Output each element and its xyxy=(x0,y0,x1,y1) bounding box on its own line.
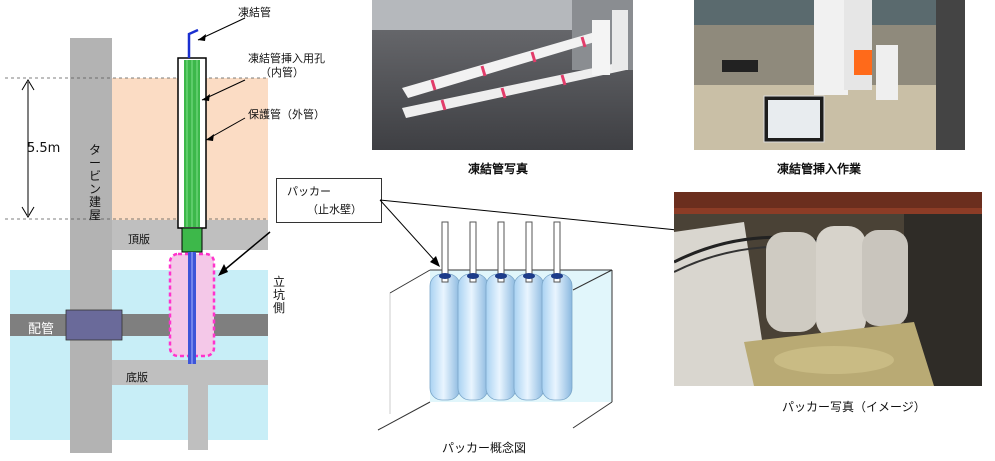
label-shaft-side: 立坑側 xyxy=(272,275,285,315)
water-area xyxy=(10,270,268,440)
label-top-slab: 頂版 xyxy=(128,233,150,246)
piping-flange xyxy=(65,309,123,341)
label-insert-hole: 凍結管挿入用孔 xyxy=(248,52,325,65)
label-protect-pipe: 保護管（外管） xyxy=(248,108,325,121)
caption-packer-concept: パッカー概念図 xyxy=(442,441,527,455)
label-packer-sub: （止水壁） xyxy=(307,203,362,216)
packer-concept-diagram xyxy=(368,218,628,438)
cross-section-diagram: 凍結管 凍結管挿入用孔 （内管） 保護管（外管） 5.5m タービン建屋 頂版 … xyxy=(0,0,325,457)
label-inner-pipe: （内管） xyxy=(260,66,304,79)
photo-freeze-pipe xyxy=(372,0,633,150)
caption-photo-freeze-pipe: 凍結管写真 xyxy=(468,162,529,176)
label-bottom-slab: 底版 xyxy=(126,371,148,384)
caption-packer-photo: パッカー写真（イメージ） xyxy=(782,400,926,414)
cross-section-svg xyxy=(5,17,271,453)
building-column xyxy=(70,38,112,453)
label-packer: パッカー xyxy=(287,185,331,198)
label-depth: 5.5m xyxy=(27,141,61,156)
label-turbine-building: タービン建屋 xyxy=(88,143,101,222)
caption-photo-insertion: 凍結管挿入作業 xyxy=(777,162,862,176)
photo-insertion-work xyxy=(694,0,965,150)
photo-packer xyxy=(674,192,982,386)
freeze-pipe-top xyxy=(187,28,199,58)
label-freeze-pipe: 凍結管 xyxy=(238,6,271,19)
bottom-slab xyxy=(112,360,268,450)
label-piping: 配管 xyxy=(28,322,55,337)
packer-callout: パッカー （止水壁） xyxy=(276,178,382,223)
